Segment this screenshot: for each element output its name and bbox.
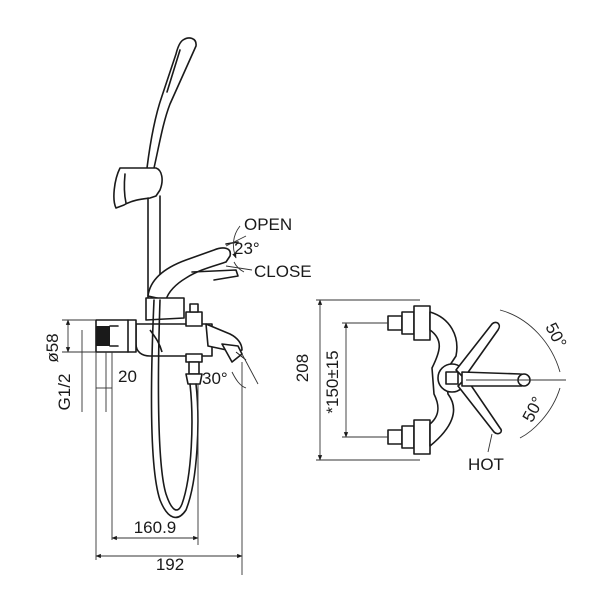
hand-shower (146, 37, 197, 177)
spout-angle-label: 30° (202, 369, 228, 388)
wall-connector (95, 319, 137, 353)
side-view: OPEN 23° CLOSE ø58 G1/2 20 30° 160.9 192 (43, 37, 312, 575)
open-label: OPEN (244, 215, 292, 234)
height-label: 208 (293, 354, 312, 382)
upper-inlet (387, 305, 431, 341)
width-inner-label: 160.9 (134, 518, 177, 537)
diameter-label: ø58 (43, 333, 62, 362)
offset-label: 20 (118, 367, 137, 386)
center-distance-label: *150±15 (323, 350, 342, 413)
side-dimension-lines (62, 225, 259, 575)
front-dimension-lines (316, 299, 566, 461)
front-view: 208 *150±15 HOT 50° 50° (293, 299, 570, 474)
mixer-lever (147, 241, 239, 301)
front-body (429, 311, 467, 447)
lower-inlet (387, 419, 431, 455)
angle-upper-label: 50° (541, 320, 570, 352)
shower-hose (150, 299, 199, 519)
hose-connector (185, 353, 203, 385)
hot-label: HOT (468, 455, 504, 474)
angle-lower-label: 50° (519, 394, 548, 426)
width-overall-label: 192 (156, 555, 184, 574)
thread-label: G1/2 (55, 374, 74, 411)
mixer-body (135, 297, 213, 357)
close-label: CLOSE (254, 262, 312, 281)
lever-angle-label: 23° (234, 239, 260, 258)
shower-holder (113, 167, 163, 209)
